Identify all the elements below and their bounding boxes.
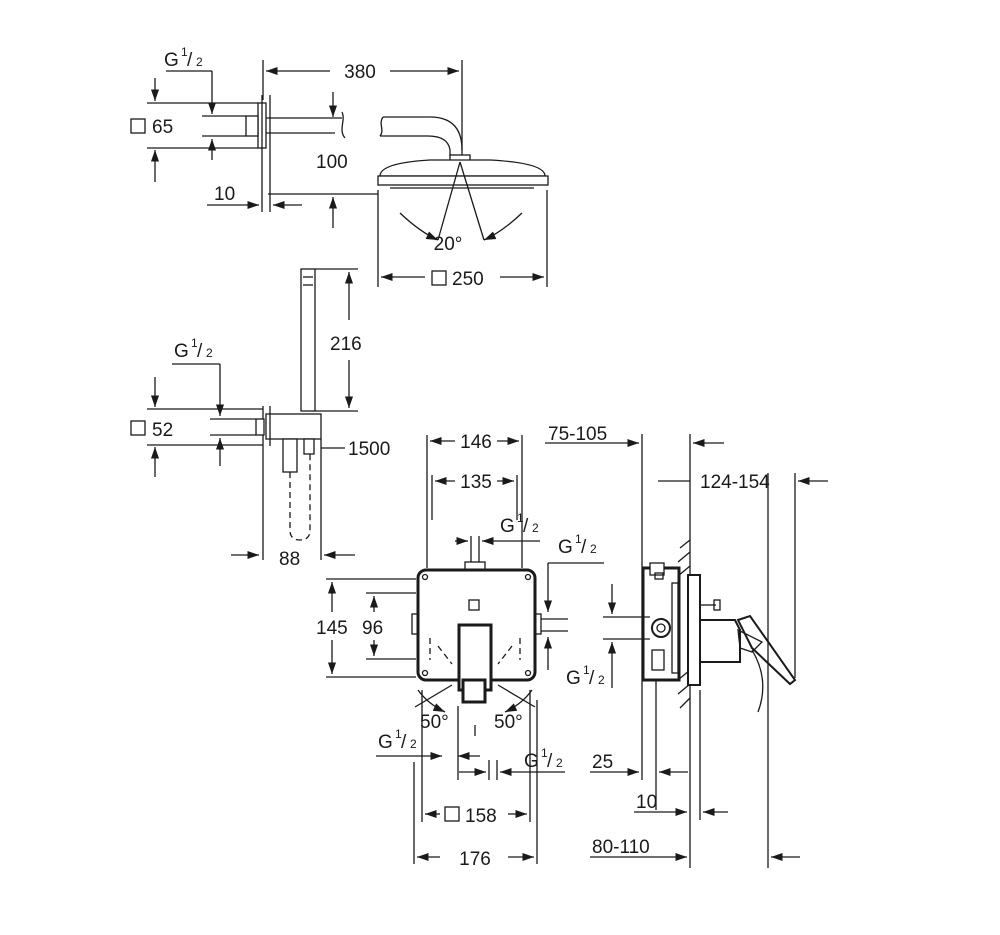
svg-text:2: 2: [598, 673, 605, 687]
square-symbol-icon: [444, 806, 460, 822]
thread-label-4: G 1 / 2: [558, 532, 597, 558]
thread-label-5: G 1 / 2: [378, 727, 417, 753]
arm-length-label: 380: [344, 62, 376, 83]
total-width-label: 176: [459, 849, 491, 870]
svg-text:1: 1: [517, 511, 524, 525]
hand-shower-length-label: 216: [330, 334, 362, 355]
svg-text:G: G: [524, 751, 539, 772]
svg-text:/: /: [547, 751, 553, 772]
rose-angle-label: 20°: [434, 234, 463, 255]
thread-label-1: G 1 / 2: [164, 45, 203, 71]
svg-text:2: 2: [206, 346, 213, 360]
install-depth-label: 80-110: [592, 837, 650, 858]
svg-text:/: /: [187, 50, 193, 71]
svg-text:G: G: [164, 50, 179, 71]
box-angle-left-label: 50°: [420, 712, 449, 733]
svg-text:/: /: [197, 341, 203, 362]
svg-text:1: 1: [575, 532, 582, 546]
svg-text:/: /: [581, 537, 587, 558]
bracket-size-label: 52: [152, 420, 173, 441]
svg-text:G: G: [566, 668, 581, 689]
hose-length-label: 1500: [348, 439, 390, 460]
depth-range-label: 75-105: [548, 424, 607, 445]
lever-range-label: 124-154: [700, 472, 770, 493]
svg-text:1: 1: [395, 727, 402, 741]
cover-plate-label: 158: [465, 806, 497, 827]
wall-offset-label: 25: [592, 752, 613, 773]
box-height-label: 145: [316, 618, 348, 639]
svg-text:2: 2: [532, 521, 539, 535]
square-symbol-icon: [130, 420, 146, 436]
flange-size-label: 65: [152, 117, 173, 138]
svg-text:1: 1: [181, 45, 188, 59]
mixer-side-view: 75-105 124-154 G 1 / 2 25 10: [545, 424, 828, 868]
box-angle-right-label: 50°: [494, 712, 523, 733]
thread-label-7: G 1 / 2: [566, 663, 605, 689]
svg-text:G: G: [558, 537, 573, 558]
hand-shower-view: 216 1500 88 G 1 / 2 52: [130, 268, 390, 570]
square-symbol-icon: [130, 118, 146, 134]
svg-text:/: /: [401, 732, 407, 753]
svg-text:2: 2: [410, 737, 417, 751]
bracket-offset-label: 88: [279, 549, 300, 570]
svg-text:G: G: [174, 341, 189, 362]
svg-text:G: G: [500, 516, 515, 537]
thread-label-6: G 1 / 2: [524, 746, 563, 772]
box-height-inner-label: 96: [362, 618, 383, 639]
box-width-inner-label: 135: [460, 472, 492, 493]
svg-text:1: 1: [191, 336, 198, 350]
svg-text:G: G: [378, 732, 393, 753]
square-symbol-icon: [431, 270, 447, 286]
svg-text:2: 2: [590, 542, 597, 556]
svg-text:/: /: [523, 516, 529, 537]
thread-label-3: G 1 / 2: [500, 511, 539, 537]
overhead-shower-view: 20° 380 100 10 G 1 / 2 65: [130, 45, 549, 290]
arm-drop-label: 100: [316, 152, 348, 173]
svg-text:2: 2: [196, 55, 203, 69]
box-width-outer-label: 146: [460, 432, 492, 453]
rose-size-label: 250: [452, 269, 484, 290]
thread-label-2: G 1 / 2: [174, 336, 213, 362]
flange-thickness-label: 10: [214, 184, 235, 205]
svg-text:/: /: [589, 668, 595, 689]
concealed-box-front-view: 50° 50° 146 135 G 1 / 2 G 1 / 2: [316, 432, 604, 870]
plate-thickness-label: 10: [636, 792, 657, 813]
svg-text:1: 1: [583, 663, 590, 677]
svg-text:2: 2: [556, 756, 563, 770]
svg-text:1: 1: [541, 746, 548, 760]
